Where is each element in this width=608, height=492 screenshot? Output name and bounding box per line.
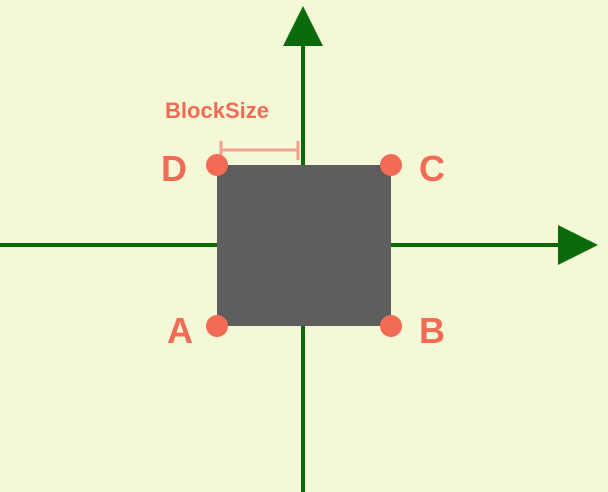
corner-point-d (206, 154, 228, 176)
block-size-label: BlockSize (165, 98, 269, 123)
corner-label-a: A (167, 310, 193, 351)
corner-point-a (206, 315, 228, 337)
corner-label-c: C (419, 148, 445, 189)
block-square (217, 165, 391, 326)
corner-label-d: D (161, 148, 187, 189)
corner-label-b: B (419, 310, 445, 351)
corner-point-b (380, 315, 402, 337)
corner-point-c (380, 154, 402, 176)
